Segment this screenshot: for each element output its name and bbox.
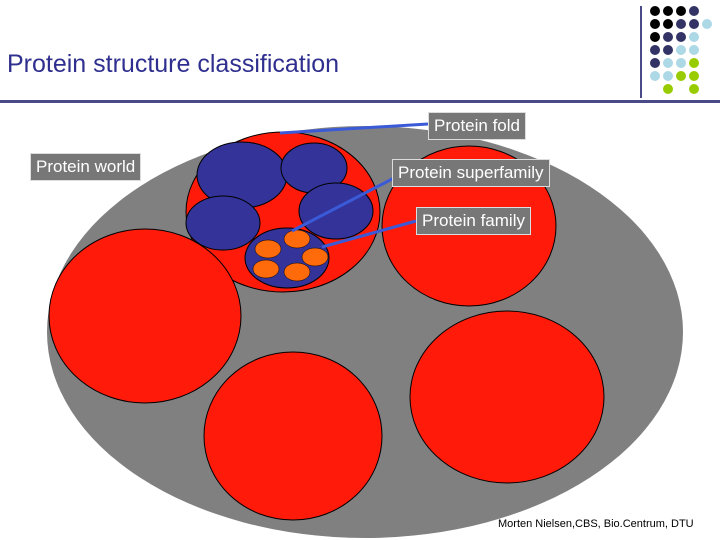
decorative-dot — [689, 84, 699, 94]
protein-superfamily-label: Protein superfamily — [392, 159, 550, 187]
title-divider — [0, 100, 720, 103]
decorative-dot — [689, 45, 699, 55]
decorative-dot — [663, 71, 673, 81]
decorative-dot — [689, 58, 699, 68]
decorative-dot — [650, 19, 660, 29]
decorative-dot — [689, 71, 699, 81]
decorative-dot — [676, 45, 686, 55]
family-circle — [252, 259, 280, 279]
decorative-dot — [676, 71, 686, 81]
superfamily-circle — [409, 310, 605, 484]
decorative-dot — [676, 58, 686, 68]
decorative-dot — [650, 71, 660, 81]
decorative-dot — [650, 45, 660, 55]
footer-credit: Morten Nielsen,CBS, Bio.Centrum, DTU — [498, 518, 694, 530]
family-circle — [283, 229, 311, 249]
decorative-dot — [663, 6, 673, 16]
superfamily-circle — [48, 228, 242, 404]
decorative-dot — [663, 45, 673, 55]
protein-fold-label: Protein fold — [428, 112, 526, 140]
decorative-dot — [663, 32, 673, 42]
decorative-dot — [650, 58, 660, 68]
decorative-dot — [689, 19, 699, 29]
fold-circle — [185, 195, 261, 251]
decorative-dot — [676, 32, 686, 42]
family-circle — [283, 262, 311, 282]
family-circle — [254, 239, 282, 259]
decorative-dot — [650, 32, 660, 42]
decorative-dot — [702, 19, 712, 29]
family-circle — [301, 247, 329, 267]
fold-circle — [298, 182, 374, 240]
family-connector-line — [321, 219, 417, 249]
decorative-dot — [676, 6, 686, 16]
page-title: Protein structure classification — [7, 50, 340, 78]
decorative-dot — [689, 6, 699, 16]
decorative-dot — [663, 84, 673, 94]
header-vertical-divider — [640, 6, 642, 98]
decorative-dot — [689, 32, 699, 42]
decorative-dot — [663, 58, 673, 68]
fold-connector-line — [279, 122, 429, 135]
protein-family-label: Protein family — [416, 207, 531, 235]
protein-world-label: Protein world — [30, 153, 142, 181]
decorative-dot — [650, 6, 660, 16]
decorative-dot — [676, 19, 686, 29]
superfamily-connector-line — [291, 176, 395, 233]
superfamily-circle — [203, 351, 383, 521]
decorative-dot — [663, 19, 673, 29]
